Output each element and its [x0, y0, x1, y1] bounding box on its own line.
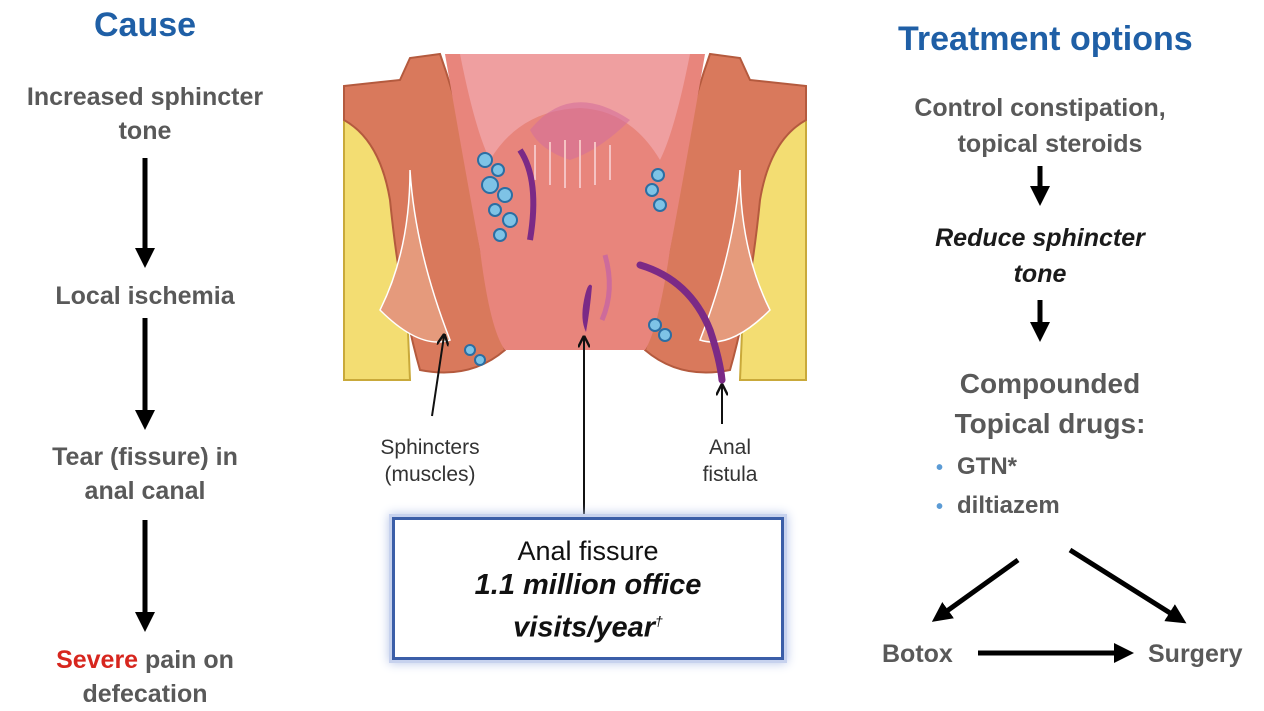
treatment-arrow-surgery	[1070, 550, 1178, 618]
treatment-arrow-botox	[940, 560, 1018, 616]
